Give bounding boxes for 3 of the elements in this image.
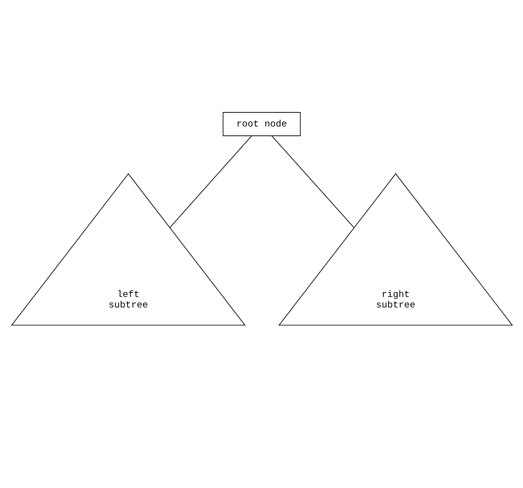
connector — [270, 136, 354, 228]
node-box: root node — [222, 112, 300, 136]
connector — [168, 136, 252, 228]
